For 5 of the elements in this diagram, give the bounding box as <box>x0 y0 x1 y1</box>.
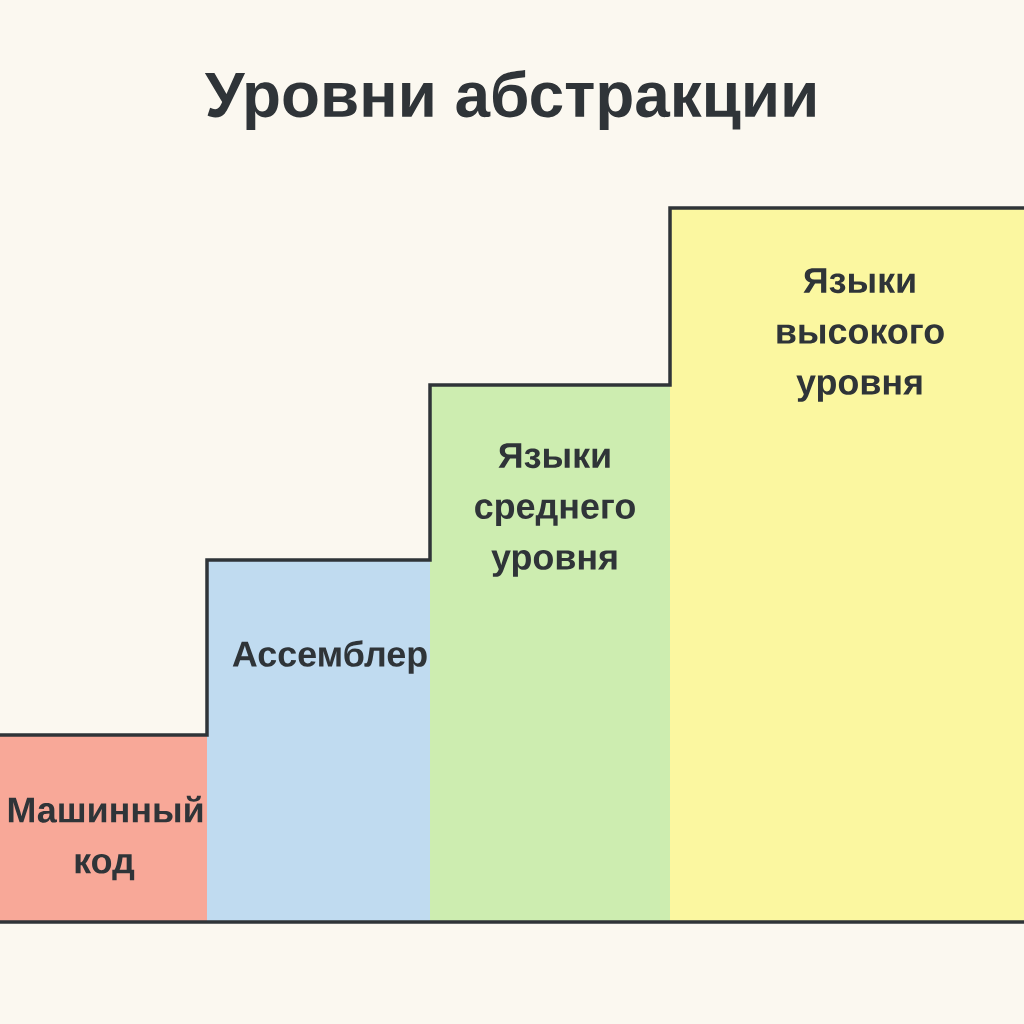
step-block: Машинный код <box>0 735 207 922</box>
step-block: Языки среднего уровня <box>430 385 670 922</box>
title: Уровни абстракции <box>204 70 815 130</box>
step-block: Языки высокого уровня <box>670 208 1024 922</box>
step-block: Ассемблер <box>207 560 430 922</box>
